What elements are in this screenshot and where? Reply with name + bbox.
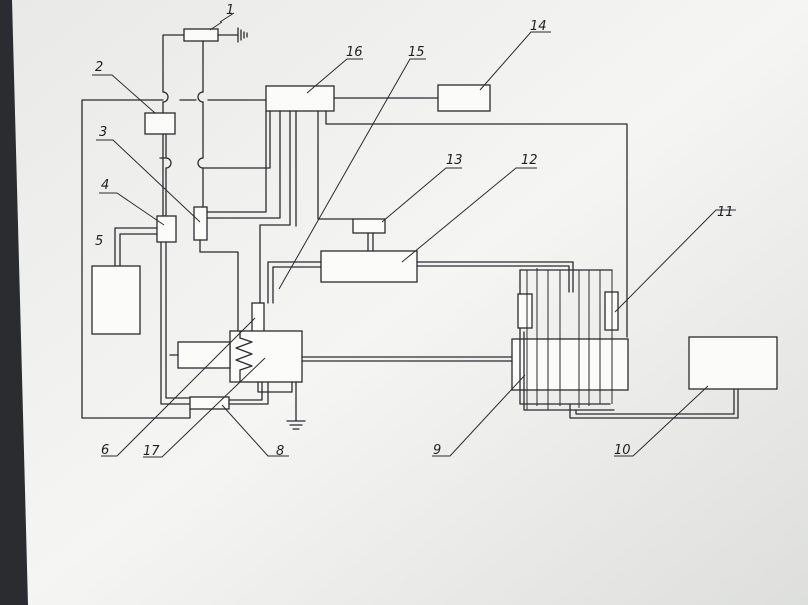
- label-15: 15: [408, 45, 425, 60]
- leader-lines: [92, 12, 736, 458]
- component-17-side-box: [177, 341, 231, 369]
- leader-15: [278, 58, 426, 290]
- leader-6: [101, 317, 256, 457]
- component-14-box: [437, 84, 491, 112]
- leader-1: [219, 12, 235, 23]
- label-9: 9: [433, 443, 441, 458]
- leader-1b: [209, 21, 223, 31]
- label-16: 16: [346, 45, 363, 60]
- leader-2: [92, 74, 156, 114]
- component-16-box: [265, 85, 335, 112]
- leader-3: [96, 139, 201, 223]
- leader-4: [99, 192, 165, 226]
- component-4-box: [156, 215, 177, 243]
- component-3-box: [193, 206, 208, 241]
- label-11: 11: [717, 205, 734, 220]
- component-9-box: [511, 338, 629, 391]
- label-17: 17: [143, 444, 160, 459]
- component-8-box: [189, 396, 230, 410]
- number-labels: 1 2 3 4 5 6 17 8 9 10 11 12 13 14 15 16: [95, 3, 734, 459]
- component-5-box: [91, 265, 141, 335]
- leader-8: [221, 404, 289, 457]
- component-6-box: [251, 302, 265, 334]
- leader-17: [143, 357, 266, 458]
- label-13: 13: [446, 153, 463, 168]
- paper-sheet: [12, 0, 808, 605]
- label-1: 1: [226, 3, 234, 18]
- label-5: 5: [95, 234, 103, 249]
- component-2-box: [144, 112, 176, 135]
- component-9-left-cell: [517, 293, 533, 329]
- label-3: 3: [99, 125, 107, 140]
- leader-16: [306, 58, 363, 94]
- label-4: 4: [101, 178, 109, 193]
- leader-9: [432, 374, 526, 457]
- component-12-box: [320, 250, 418, 283]
- leader-11: [614, 209, 736, 313]
- leader-12: [401, 167, 537, 263]
- label-2: 2: [95, 60, 103, 75]
- component-13-box: [352, 218, 386, 234]
- component-1-resistor: [183, 28, 219, 42]
- component-10-box: [688, 336, 778, 390]
- label-6: 6: [101, 443, 109, 458]
- leader-13: [381, 167, 462, 223]
- wiring: [81, 27, 739, 430]
- leader-10: [614, 385, 709, 457]
- label-8: 8: [276, 444, 284, 459]
- label-12: 12: [521, 153, 538, 168]
- leader-14: [479, 31, 551, 91]
- label-14: 14: [530, 19, 547, 34]
- label-10: 10: [614, 443, 631, 458]
